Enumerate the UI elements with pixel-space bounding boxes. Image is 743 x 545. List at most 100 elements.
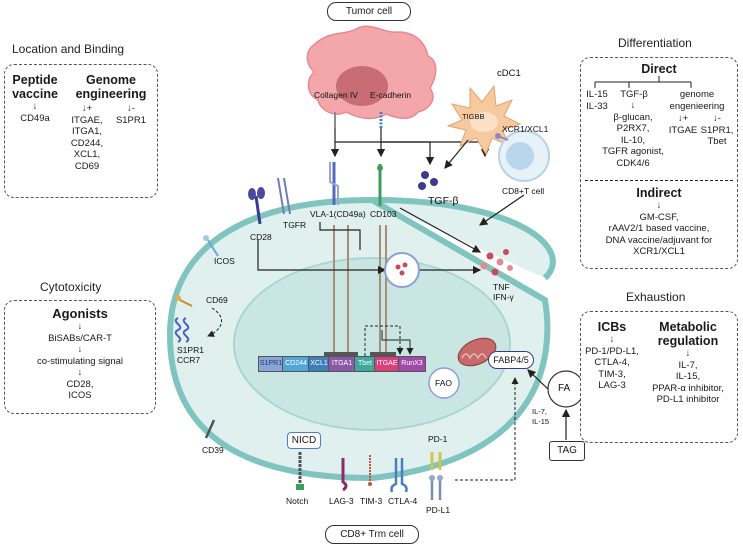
tnf-label: TNF (493, 282, 510, 292)
metabolic-head: Metabolic (659, 320, 717, 334)
line: BiSABs/CAR-T (48, 332, 112, 344)
cd69-label: CD69 (206, 295, 228, 305)
cd103-label: CD103 (370, 209, 397, 219)
line: XCR1/XCL1 (633, 246, 685, 257)
cd28-label: CD28 (250, 232, 272, 242)
regulation-head: regulation (657, 334, 719, 348)
cd8t-label: CD8+T cell (502, 186, 545, 196)
tumor-cell-label: Tumor cell (327, 2, 411, 21)
line: LAG-3 (598, 380, 626, 391)
location-title: Location and Binding (12, 42, 125, 56)
line: TGFR agonist, (602, 146, 664, 157)
il15-label: IL-15 (532, 417, 550, 426)
line: ↓ (685, 348, 691, 359)
cytokine-vesicle (384, 252, 420, 288)
genome-head: genome (679, 89, 715, 100)
gene-tbet: Tbet (354, 356, 376, 372)
plus-arrow: ↓+ (81, 103, 93, 114)
agonists-head: Agonists (52, 306, 108, 321)
pd1-label: PD-1 (428, 434, 448, 444)
line: ↓ (77, 344, 83, 355)
tim3-label: TIM-3 (360, 496, 383, 506)
line: PPAR-α inhibitor, (652, 382, 724, 394)
tumor-nucleus (336, 66, 388, 106)
divider (585, 180, 733, 181)
minus-arrow: ↓- (713, 113, 721, 124)
location-box: Peptide vaccine ↓ CD49a Genome engineeri… (4, 64, 158, 198)
il33-item: IL-33 (586, 100, 608, 112)
item: ITGA1, (71, 126, 103, 137)
tigbb-label: TIGBB (462, 112, 485, 121)
icbs-head: ICBs (597, 320, 627, 334)
gene-runx3: RunX3 (398, 356, 426, 372)
s1pr1-item: S1PR1, (700, 124, 734, 136)
tag-label: TAG (549, 441, 585, 461)
line: CDK4/6 (616, 157, 650, 169)
differentiation-title: Differentiation (618, 36, 692, 50)
line: β-glucan, (613, 111, 653, 123)
line: IL-7, (678, 359, 698, 371)
line: rAAV2/1 based vaccine, (608, 223, 710, 234)
item: CD69 (74, 160, 100, 172)
ecadherin-label: E-cadherin (370, 90, 412, 100)
fa-label: FA (558, 383, 571, 394)
xcr1-label: XCR1/XCL1 (502, 124, 549, 134)
fao-label: FAO (435, 378, 453, 388)
line: DNA vaccine/adjuvant for (605, 234, 713, 246)
gene-xcl1: XCL1 (308, 356, 330, 372)
line: P2RX7, (616, 123, 650, 134)
differentiation-box: Direct IL-15 IL-33 TGF-β ↓ β-glucan, P2R… (580, 57, 738, 269)
mitochondria (457, 337, 497, 367)
line: ↓ (609, 334, 615, 345)
fao-circle (428, 367, 460, 399)
line: TIM-3, (598, 368, 626, 380)
fabp-label: FABP4/5 (488, 351, 534, 369)
vaccine-head: vaccine (12, 87, 58, 101)
item: XCL1, (73, 149, 101, 160)
trm-cell-label: CD8+ Trm cell (325, 525, 419, 544)
gene-cd244: CD244 (282, 356, 310, 372)
ifng-label: IFN-γ (493, 292, 514, 302)
exhaustion-title: Exhaustion (626, 290, 686, 304)
plus-arrow: ↓+ (677, 113, 689, 124)
icos-label: ICOS (214, 256, 235, 266)
s1pr1-label: S1PR1 (177, 345, 204, 355)
line: ICOS (68, 390, 92, 401)
line: GM-CSF, (639, 211, 679, 223)
cd39-label: CD39 (202, 445, 224, 455)
item: CD244, (70, 137, 104, 149)
collagen-label: Collagen IV (314, 90, 358, 100)
line: ↓ (77, 367, 83, 378)
line: ↓ (656, 200, 662, 211)
notch-receptor (296, 452, 304, 490)
minus-arrow: ↓- (127, 103, 135, 114)
ccr7-label: CCR7 (177, 355, 201, 365)
vla1-label: VLA-1(CD49a) (310, 209, 366, 219)
il7-label: IL-7, (532, 407, 548, 416)
cytotoxicity-box: Agonists ↓ BiSABs/CAR-T ↓ co-stimulating… (4, 300, 156, 414)
line: CD28, (66, 378, 94, 390)
pdl1-label: PD-L1 (426, 505, 451, 515)
line: PD-L1 inhibitor (656, 394, 720, 405)
line: IL-10, (620, 134, 646, 146)
item: S1PR1 (115, 114, 147, 126)
tnf-ifn-cluster (480, 249, 513, 276)
line: ↓ (77, 321, 83, 332)
gene-s1pr1: S1PR1 (258, 356, 284, 372)
itgae-item: ITGAE (668, 124, 698, 136)
lag3-label: LAG-3 (329, 496, 354, 506)
direct-branches (594, 76, 692, 88)
engenieering-head: engenieering (669, 100, 725, 112)
gene-itgae: ITGAE (374, 356, 400, 372)
tgfr-label: TGFR (283, 220, 307, 230)
line: co-stimulating signal (36, 355, 124, 367)
exhaustion-box: ICBs ↓ PD-1/PD-L1, CTLA-4, TIM-3, LAG-3 … (580, 311, 738, 443)
nicd-label: NICD (287, 432, 321, 449)
cd49a-item: CD49a (20, 112, 50, 124)
tgfb-label: TGF-β (428, 195, 459, 207)
tgfb-head: TGF-β (620, 89, 648, 100)
line: IL-15, (675, 371, 701, 382)
cdc1-label: cDC1 (497, 68, 521, 79)
line: ↓ (630, 100, 636, 111)
